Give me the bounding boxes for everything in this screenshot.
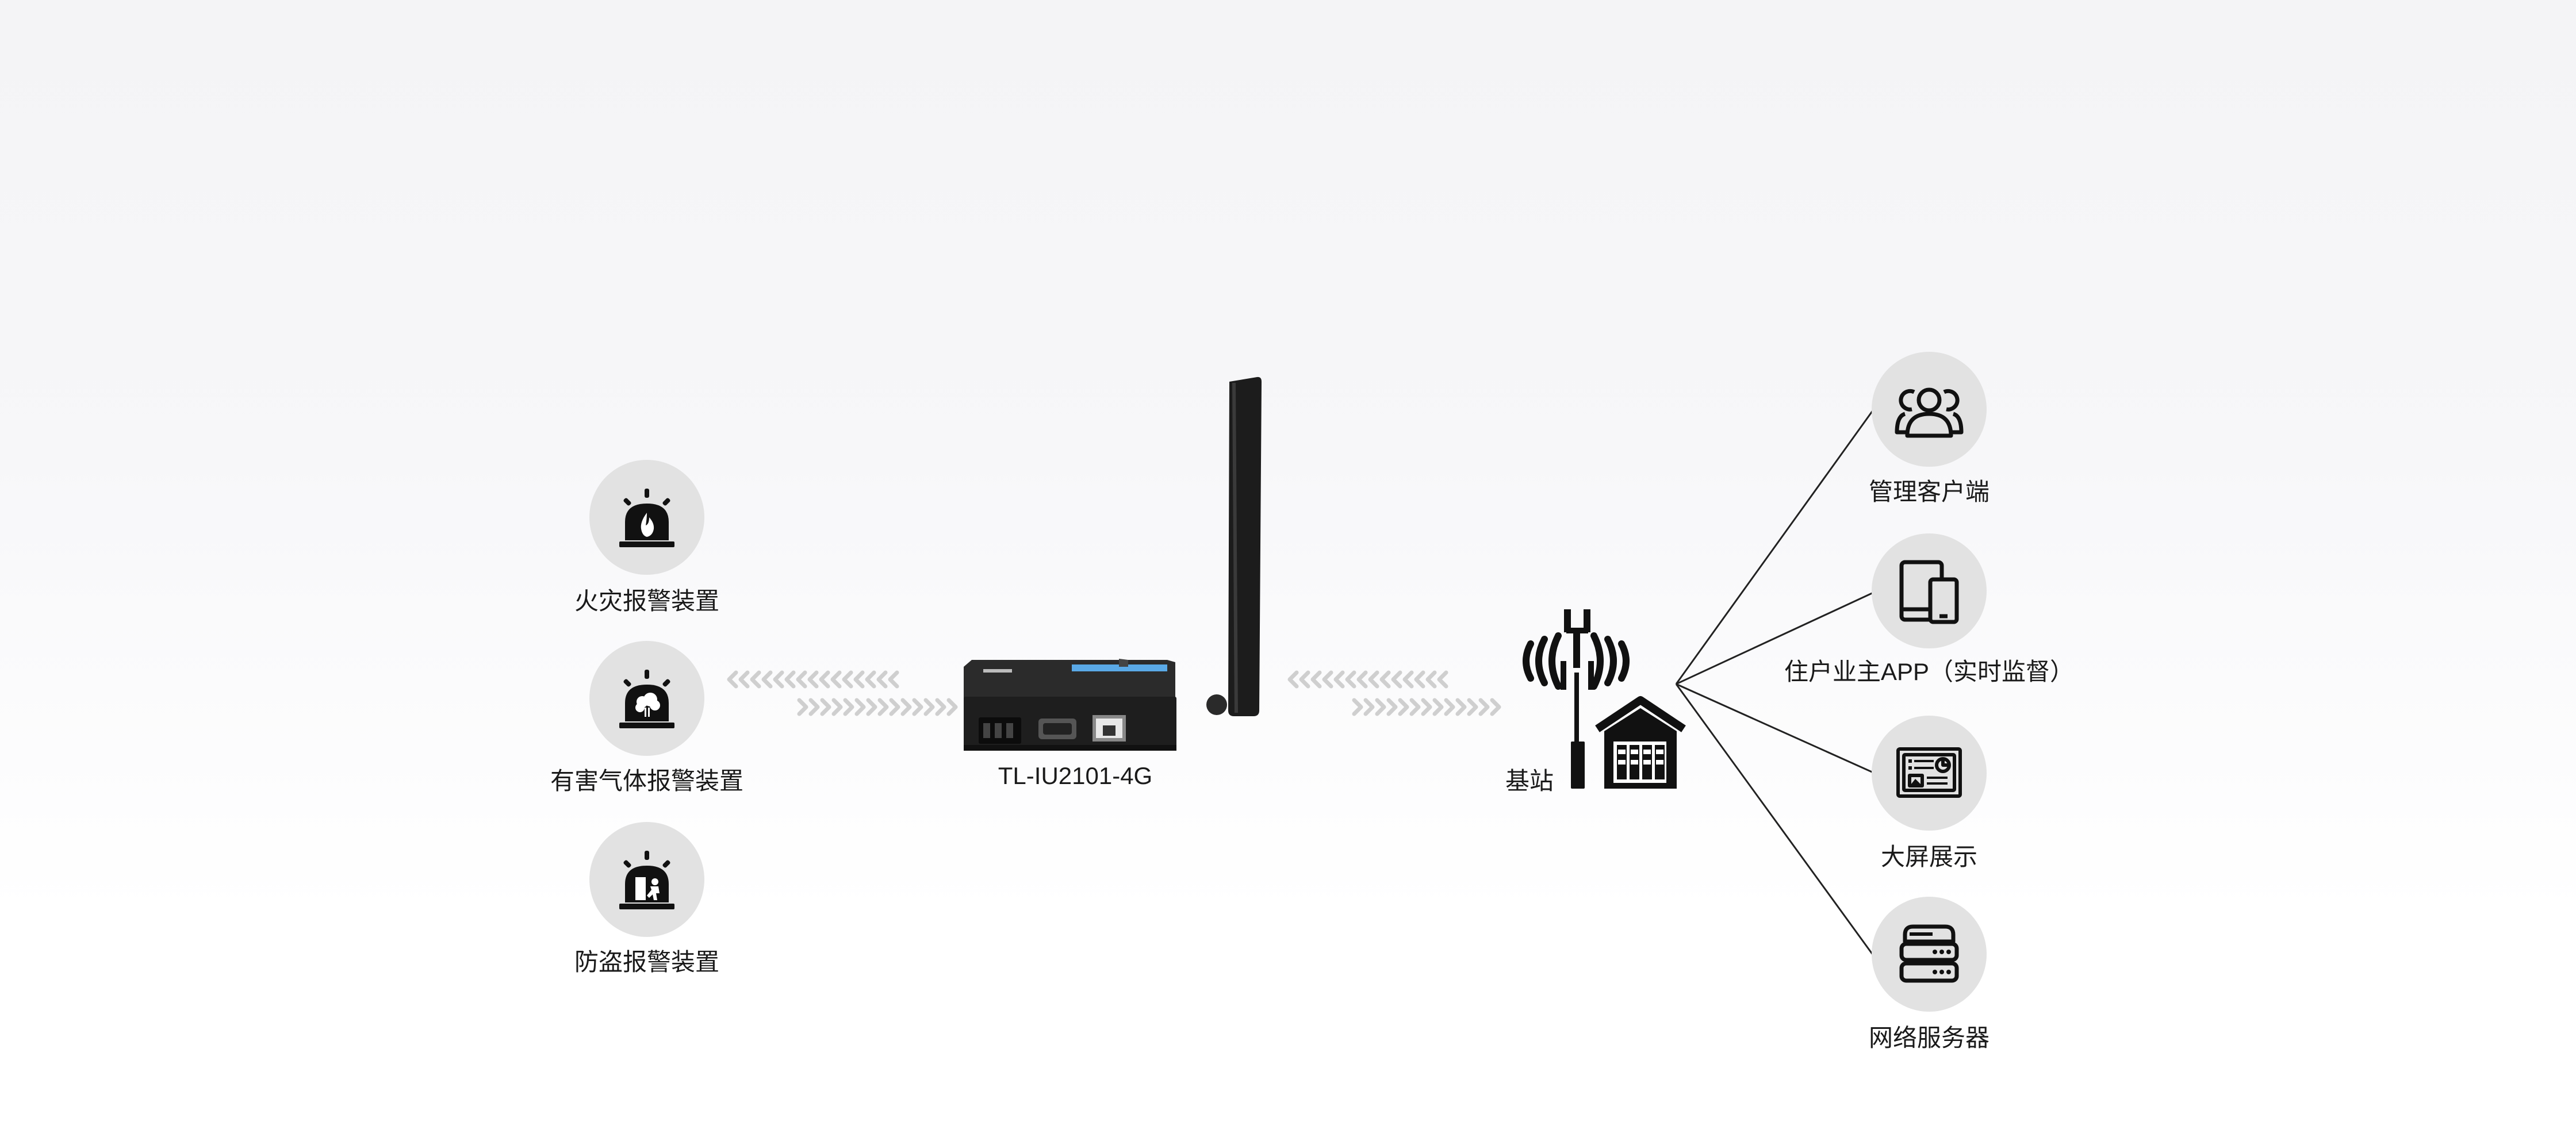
management-client-circle [1872, 352, 1987, 467]
arrow-row-rightward [797, 698, 958, 716]
resident-app-label: 住户业主APP（实时监督） [1784, 658, 2075, 685]
house-icon [1595, 696, 1686, 789]
network-server-circle [1872, 897, 1987, 1012]
network-server-label: 网络服务器 [1868, 1024, 1990, 1051]
dashboard-screen-icon [1896, 747, 1962, 798]
base-station-label: 基站 [1505, 767, 1554, 794]
line-to-app [1676, 591, 1875, 685]
antenna [1206, 377, 1262, 716]
burglar-alarm-circle [589, 822, 704, 937]
burglar-alarm-label: 防盗报警装置 [574, 948, 720, 975]
gas-alarm-circle [589, 641, 704, 756]
line-to-server [1675, 683, 1876, 958]
line-to-management [1675, 408, 1876, 685]
gas-alarm-icon [619, 670, 674, 728]
line-to-screen [1676, 683, 1875, 774]
arrow-row-leftward-2 [1287, 670, 1448, 689]
arrow-row-leftward [727, 670, 899, 689]
users-icon [1895, 387, 1964, 438]
big-screen-label: 大屏展示 [1880, 843, 1978, 870]
router-model-label: TL-IU2101-4G [998, 762, 1153, 789]
burglar-alarm-icon [619, 851, 674, 909]
gas-alarm-label: 有害气体报警装置 [550, 767, 744, 794]
fire-alarm-icon [619, 489, 674, 547]
resident-app-circle [1872, 533, 1987, 648]
server-icon [1899, 924, 1959, 983]
antenna-mast [1561, 609, 1594, 789]
arrow-row-rightward-2 [1352, 698, 1501, 716]
fire-alarm-circle [589, 460, 704, 575]
signal-tower-icon [1523, 632, 1630, 690]
mobile-devices-icon [1899, 560, 1959, 624]
fire-alarm-label: 火灾报警装置 [574, 587, 720, 614]
big-screen-circle [1872, 716, 1987, 831]
management-client-label: 管理客户端 [1868, 478, 1990, 505]
